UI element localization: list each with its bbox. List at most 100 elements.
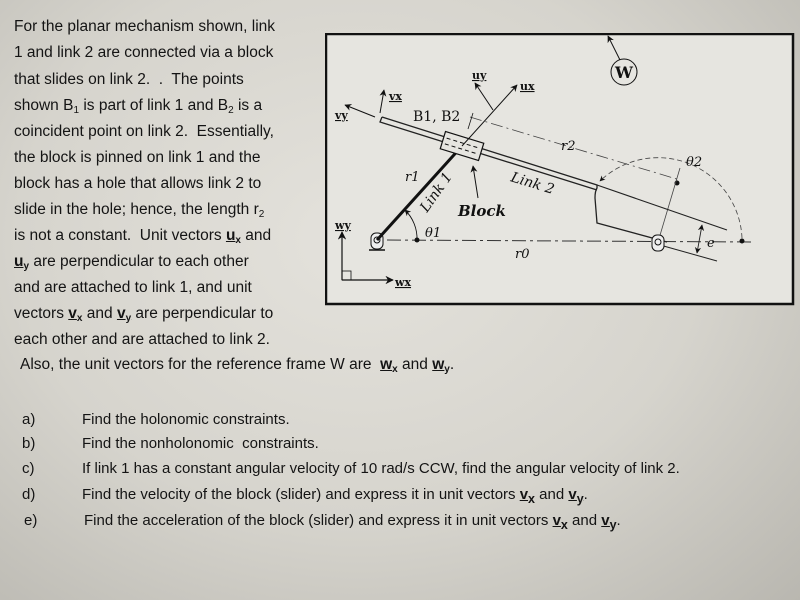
text-segment: and [82, 305, 117, 322]
statement-line: For the planar mechanism shown, link [14, 18, 275, 36]
e-dimension [694, 224, 705, 254]
text-segment: is a [233, 97, 263, 114]
question-label: b) [22, 435, 36, 452]
uy-label: uy [472, 69, 487, 82]
text-segment: Find the acceleration of the block (slid… [84, 512, 553, 529]
unit-vector: vy [568, 486, 584, 506]
text-segment: . [616, 512, 621, 529]
text-segment: is part of link 1 and [79, 97, 218, 114]
r1-label: r1 [405, 170, 420, 185]
statement-line: 1 and link 2 are connected via a block [14, 44, 273, 62]
subscripted-symbol: B1 [63, 97, 80, 116]
question-label: d) [22, 486, 36, 503]
block-pointer [470, 165, 479, 199]
question-text: Find the holonomic constraints. [82, 411, 290, 428]
statement-line: vectors vx and vy are perpendicular to [14, 305, 274, 324]
theta2-label: θ2 [686, 155, 702, 170]
text-segment: and [567, 512, 602, 529]
statement-line: that slides on link 2. . The points [14, 71, 244, 89]
vy-label: vy [334, 109, 348, 122]
text-segment: . [449, 356, 455, 373]
e-label: e [707, 236, 715, 251]
unit-vector: vy [116, 305, 132, 324]
text-segment: and [397, 356, 433, 373]
subscripted-symbol: r2 [253, 201, 265, 220]
mechanism-diagram: W wy wx vy vx uy ux B1, B2 r2 θ2 r1 Link… [325, 33, 795, 306]
text-segment: is not a constant. Unit vectors [14, 227, 226, 244]
theta1-label: θ1 [425, 226, 441, 241]
text-segment: are perpendicular to each other [29, 253, 249, 270]
ground-pivot-right [651, 234, 665, 252]
theta1-arc [404, 209, 418, 241]
text-segment: coincident point on link 2. Essentially, [14, 123, 274, 140]
statement-line: and are attached to link 1, and unit [14, 279, 252, 297]
r0-label: r0 [515, 247, 530, 262]
subscripted-symbol: B2 [217, 97, 234, 116]
ux-arrow [461, 84, 518, 147]
baseline-dot [739, 238, 745, 244]
w-arrow [607, 35, 621, 61]
text-segment: and [240, 227, 272, 244]
text-segment: Also, the unit vectors for the reference… [20, 356, 381, 373]
w-frame-circle [610, 58, 638, 86]
r0-baseline [386, 239, 754, 243]
unit-vector: wy [432, 356, 450, 375]
figure-frame [325, 33, 795, 306]
text-segment: slide in the hole; hence, the length [14, 201, 254, 218]
text-segment: Find the velocity of the block (slider) … [82, 486, 520, 503]
text-segment: vectors [14, 305, 69, 322]
question-text: Find the velocity of the block (slider) … [82, 486, 588, 508]
w-frame-label: W [614, 63, 634, 82]
text-segment: are perpendicular to [131, 305, 274, 322]
statement-line: is not a constant. Unit vectors ux and [14, 227, 272, 246]
link2 [379, 116, 668, 243]
block-label: Block [457, 202, 506, 220]
r2-label: r2 [561, 139, 576, 154]
text-segment: the block is pinned on link 1 and the [14, 149, 261, 166]
wy-label: wy [334, 219, 351, 232]
unit-vector: uy [14, 253, 30, 272]
statement-line: block has a hole that allows link 2 to [14, 175, 261, 193]
link2-axis [657, 167, 681, 243]
r2-dimension-line [469, 116, 681, 181]
question-label: e) [24, 512, 38, 529]
unit-vector: vy [601, 512, 617, 532]
b1-b2-label: B1, B2 [413, 109, 460, 125]
text-segment: . [583, 486, 588, 503]
uy-arrow [474, 82, 494, 111]
vx-arrow [379, 89, 387, 114]
unit-vector: vx [68, 305, 83, 324]
text-segment: and [535, 486, 569, 503]
statement-line: the block is pinned on link 1 and the [14, 149, 260, 167]
question-text: If link 1 has a constant angular velocit… [82, 460, 680, 477]
text-segment: each other and are attached to link 2. [14, 331, 270, 348]
statement-line: coincident point on link 2. Essentially, [14, 123, 274, 141]
offset-line [659, 244, 718, 262]
statement-line: each other and are attached to link 2. [14, 331, 270, 349]
link1 [375, 144, 464, 242]
unit-vector: ux [225, 227, 241, 246]
text-segment: For the planar mechanism shown, link [14, 18, 276, 35]
theta2-arc [599, 157, 743, 239]
wx-label: wx [394, 276, 411, 289]
unit-vector: vx [552, 512, 568, 532]
text-segment: and are attached to link 1, and unit [14, 279, 252, 296]
text-segment: block has a hole that allows link 2 to [14, 175, 262, 192]
b-pointer [467, 112, 474, 130]
unit-vector: wx [380, 356, 398, 375]
statement-line: uy are perpendicular to each other [14, 253, 249, 272]
statement-line: slide in the hole; hence, the length r2 [14, 201, 265, 220]
statement-line: Also, the unit vectors for the reference… [20, 356, 455, 375]
question-text: Find the nonholonomic constraints. [82, 435, 319, 452]
question-label: a) [22, 411, 36, 428]
unit-vector: vx [519, 486, 535, 506]
vx-label: vx [388, 90, 402, 103]
vy-arrow [344, 104, 376, 118]
right-angle-mark [341, 270, 352, 281]
question-label: c) [22, 460, 35, 477]
text-segment: shown [14, 97, 64, 114]
link2-extension [596, 184, 728, 231]
text-segment: 1 and link 2 are connected via a block [14, 44, 274, 61]
question-text: Find the acceleration of the block (slid… [84, 512, 621, 534]
text-segment: that slides on link 2. . The points [14, 71, 244, 88]
